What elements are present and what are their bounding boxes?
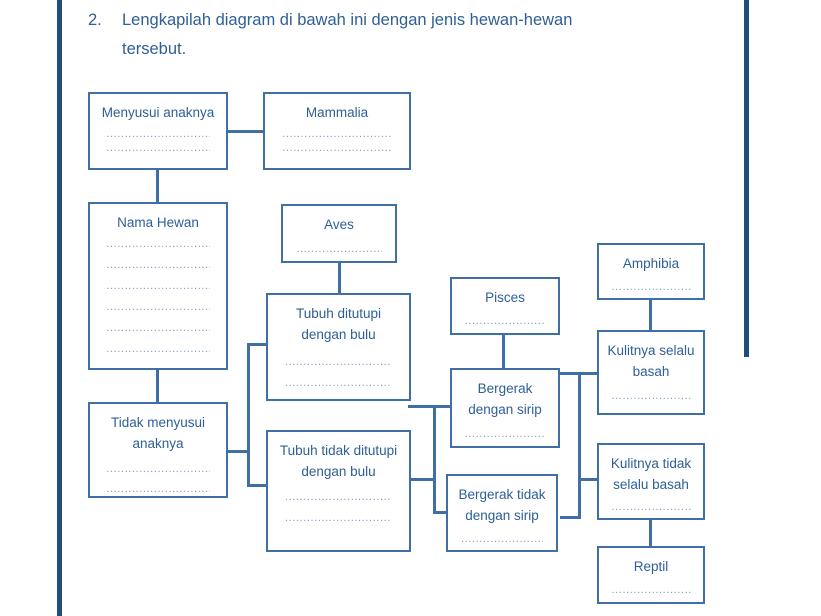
- connector-bracket3-bottom-arm: [578, 478, 598, 481]
- answer-blank[interactable]: ........................................…: [282, 128, 392, 140]
- question-number: 2.: [88, 11, 102, 29]
- box-pisces[interactable]: Pisces .................................…: [450, 277, 560, 335]
- box-label: Menyusui anaknya: [101, 105, 215, 120]
- connector-amphibia-to-kulitbasah: [649, 300, 652, 330]
- answer-blank[interactable]: ........................................…: [106, 301, 209, 313]
- answer-blanks[interactable]: ........................................…: [611, 389, 690, 403]
- box-mammalia[interactable]: Mammalia ...............................…: [263, 92, 411, 170]
- answer-blanks[interactable]: ........................................…: [285, 490, 392, 525]
- answer-blank[interactable]: ........................................…: [611, 390, 691, 402]
- answer-blank[interactable]: ........................................…: [106, 463, 209, 475]
- left-page-rule: [57, 0, 62, 616]
- box-label: Bergerak dengan sirip: [468, 381, 542, 417]
- right-page-rule: [744, 0, 749, 357]
- box-kulitnya-selalu-basah[interactable]: Kulitnya selalu basah ..................…: [597, 330, 705, 415]
- answer-blank[interactable]: ........................................…: [611, 501, 691, 513]
- box-label: Tubuh ditutupi dengan bulu: [295, 306, 382, 342]
- connector-bracket2-trunk: [433, 405, 436, 514]
- box-bergerak-dengan-sirip[interactable]: Bergerak dengan sirip ..................…: [450, 368, 560, 448]
- box-label: Bergerak tidak dengan sirip: [458, 487, 546, 523]
- connector-namahewan-to-tidakmenyusui: [156, 370, 159, 402]
- answer-blank[interactable]: ........................................…: [611, 584, 691, 596]
- answer-blanks[interactable]: ........................................…: [611, 500, 690, 514]
- box-label: Pisces: [485, 290, 525, 305]
- answer-blank[interactable]: ........................................…: [106, 280, 209, 292]
- answer-blank[interactable]: ........................................…: [284, 491, 392, 503]
- connector-bergeraksirip-stub: [560, 372, 581, 375]
- box-tubuh-tidak-ditutupi-bulu[interactable]: Tubuh tidak ditutupi dengan bulu .......…: [266, 430, 411, 552]
- answer-blank[interactable]: ........................................…: [460, 533, 544, 545]
- box-label: Amphibia: [622, 256, 680, 271]
- connector-tubuhtidakditutupi-stub: [408, 478, 436, 481]
- box-amphibia[interactable]: Amphibia ...............................…: [597, 243, 705, 300]
- connector-bracket3-top-arm: [578, 372, 598, 375]
- answer-blank[interactable]: ........................................…: [106, 343, 209, 355]
- answer-blank[interactable]: ........................................…: [284, 512, 392, 524]
- answer-blank[interactable]: ........................................…: [106, 142, 209, 154]
- answer-blanks[interactable]: ........................................…: [465, 427, 546, 441]
- answer-blank[interactable]: ........................................…: [106, 238, 209, 250]
- answer-blanks[interactable]: ........................................…: [285, 355, 392, 390]
- answer-blanks[interactable]: ........................................…: [106, 237, 209, 356]
- answer-blank[interactable]: ........................................…: [282, 142, 392, 154]
- box-nama-hewan[interactable]: Nama Hewan .............................…: [88, 202, 228, 370]
- box-label: Aves: [324, 217, 354, 232]
- answer-blank[interactable]: ........................................…: [284, 356, 392, 368]
- answer-blank[interactable]: ........................................…: [284, 377, 392, 389]
- connector-pisces-to-bergerak: [502, 335, 505, 370]
- answer-blank[interactable]: ........................................…: [106, 259, 209, 271]
- connector-bracket2-bottom-arm: [433, 511, 450, 514]
- answer-blank[interactable]: ........................................…: [464, 428, 546, 440]
- answer-blank[interactable]: ........................................…: [296, 243, 382, 255]
- answer-blanks[interactable]: ........................................…: [296, 242, 381, 256]
- box-aves[interactable]: Aves ...................................…: [281, 204, 397, 263]
- answer-blank[interactable]: ........................................…: [106, 322, 209, 334]
- connector-kulittidakbasah-to-reptil: [649, 520, 652, 546]
- connector-tidakmenyusui-stub: [227, 450, 250, 453]
- answer-blanks[interactable]: ........................................…: [611, 583, 690, 597]
- box-bergerak-tidak-dengan-sirip[interactable]: Bergerak tidak dengan sirip ............…: [446, 474, 558, 552]
- answer-blank[interactable]: ........................................…: [611, 281, 691, 293]
- box-label: Kulitnya selalu basah: [607, 343, 695, 379]
- connector-menyusui-to-mammalia: [227, 130, 263, 133]
- answer-blank[interactable]: ........................................…: [106, 128, 209, 140]
- connector-bracket3-trunk: [578, 372, 581, 518]
- connector-bracket1-trunk: [247, 343, 250, 487]
- box-label: Tubuh tidak ditutupi dengan bulu: [279, 443, 398, 479]
- box-label: Tidak menyusui anaknya: [110, 415, 206, 451]
- box-tubuh-ditutupi-bulu[interactable]: Tubuh ditutupi dengan bulu .............…: [266, 293, 411, 401]
- question-text: Lengkapilah diagram di bawah ini dengan …: [122, 11, 573, 29]
- answer-blank[interactable]: ........................................…: [106, 483, 209, 495]
- box-label: Reptil: [633, 559, 669, 574]
- box-label: Mammalia: [305, 105, 369, 120]
- connector-bracket2-top-arm: [433, 405, 450, 408]
- answer-blanks[interactable]: ........................................…: [106, 462, 209, 496]
- answer-blanks[interactable]: ........................................…: [461, 532, 543, 546]
- answer-blanks[interactable]: ........................................…: [282, 127, 391, 155]
- box-label: Nama Hewan: [117, 215, 199, 230]
- connector-bracket1-top-arm: [247, 343, 267, 346]
- connector-menyusui-to-namahewan: [156, 170, 159, 202]
- box-label: Kulitnya tidak selalu basah: [610, 456, 692, 492]
- question-text-line2: tersebut.: [122, 40, 187, 58]
- box-kulitnya-tidak-selalu-basah[interactable]: Kulitnya tidak selalu basah ............…: [597, 443, 705, 520]
- connector-bergeraktidaksirip-stub: [560, 516, 581, 519]
- connector-bracket1-bottom-arm: [247, 484, 267, 487]
- box-reptil[interactable]: Reptil .................................…: [597, 546, 705, 604]
- box-tidak-menyusui-anaknya[interactable]: Tidak menyusui anaknya .................…: [88, 402, 228, 498]
- answer-blanks[interactable]: ........................................…: [465, 314, 546, 328]
- answer-blanks[interactable]: ........................................…: [106, 127, 209, 155]
- connector-aves-to-tubuhditutupi: [338, 263, 341, 294]
- question-heading: 2. Lengkapilah diagram di bawah ini deng…: [88, 6, 728, 64]
- answer-blanks[interactable]: ........................................…: [611, 280, 690, 294]
- answer-blank[interactable]: ........................................…: [464, 315, 546, 327]
- box-menyusui-anaknya[interactable]: Menyusui anaknya .......................…: [88, 92, 228, 170]
- connector-tubuhditutupi-stub: [408, 405, 436, 408]
